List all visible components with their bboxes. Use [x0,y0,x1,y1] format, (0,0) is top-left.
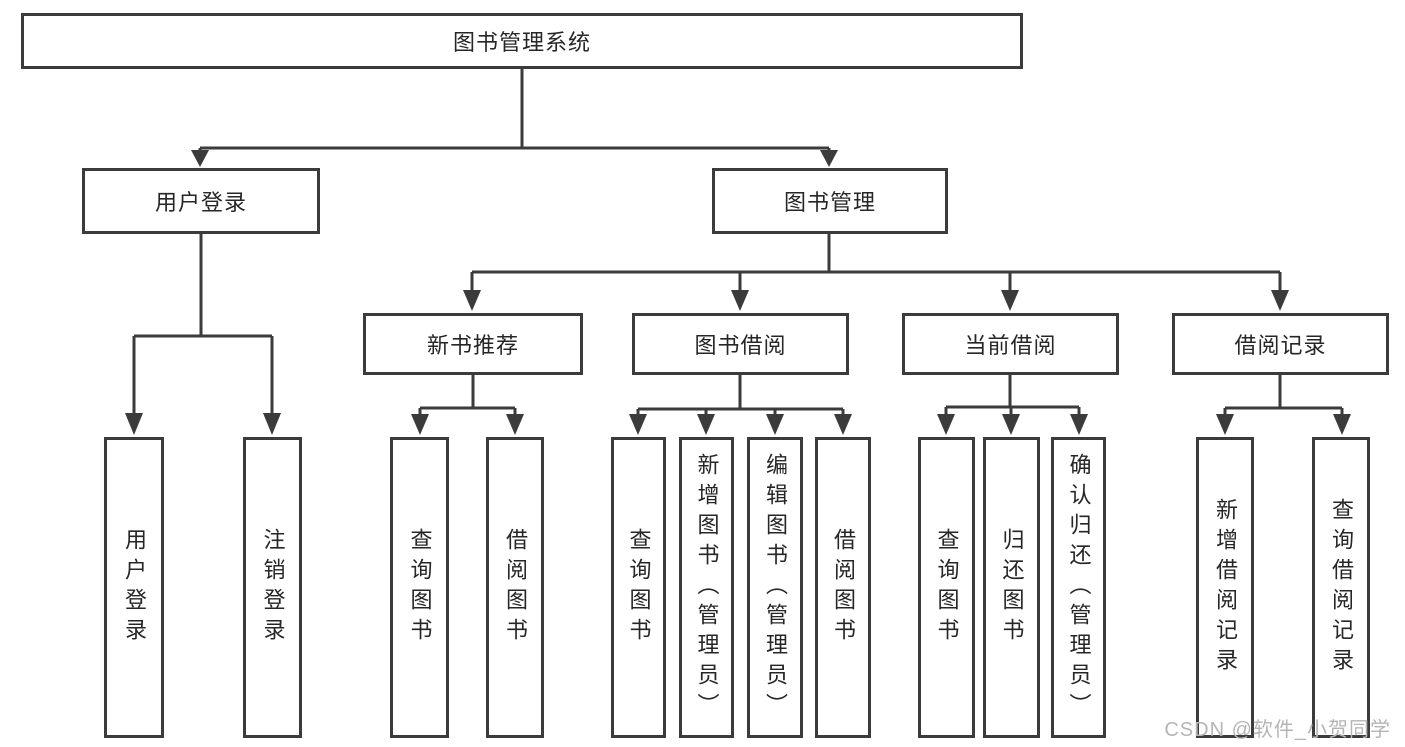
node-edit-books-admin: 编辑图书（管理员） [747,437,803,738]
node-query-books-borrowing: 查询图书 [611,437,666,738]
node-query-borrow-record: 查询借阅记录 [1312,437,1370,738]
node-logout-action: 注销登录 [243,437,302,738]
node-return-books: 归还图书 [983,437,1040,738]
node-confirm-return-admin: 确认归还（管理员） [1051,437,1106,738]
node-new-book-recommend: 新书推荐 [363,313,583,375]
node-add-borrow-record: 新增借阅记录 [1196,437,1254,738]
node-borrow-books-borrowing: 借阅图书 [815,437,871,738]
node-user-login-action: 用户登录 [104,437,164,738]
node-book-management: 图书管理 [712,168,948,234]
connector-user-login-children [125,234,281,435]
node-add-books-admin: 新增图书（管理员） [679,437,734,738]
connector-new-book-recommend-children [411,375,524,435]
node-borrowing-records: 借阅记录 [1172,313,1389,375]
connector-book-management-children [463,234,1289,311]
node-query-books-current: 查询图书 [918,437,975,738]
node-borrow-books-recommend: 借阅图书 [486,437,544,738]
connector-root-to-level2 [191,68,838,167]
watermark-text: CSDN @软件_小贺同学 [1164,719,1391,741]
connector-borrowing-records-children [1216,375,1351,435]
node-query-books-recommend: 查询图书 [390,437,449,738]
connector-current-borrowing-children [937,375,1088,435]
connector-book-borrowing-children [629,375,852,435]
node-book-borrowing: 图书借阅 [632,313,849,375]
node-library-management-system: 图书管理系统 [21,13,1023,69]
node-current-borrowing: 当前借阅 [902,313,1119,375]
node-user-login: 用户登录 [82,168,320,234]
